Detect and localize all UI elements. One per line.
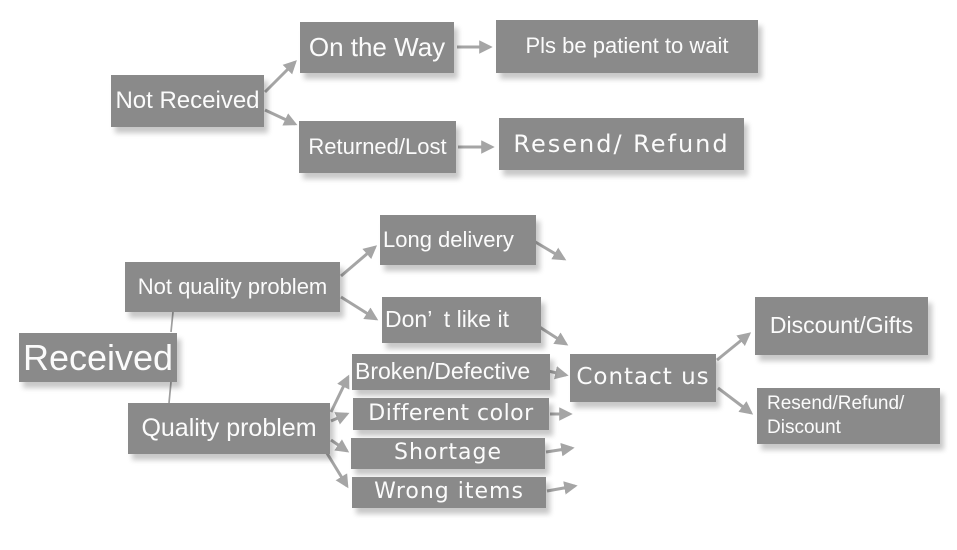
edge-shortage-to-contact_us bbox=[545, 442, 575, 457]
node-not-received: Not Received bbox=[111, 75, 264, 127]
node-label: Not quality problem bbox=[137, 273, 328, 299]
node-pls-be-patient: Pls be patient to wait bbox=[496, 20, 758, 73]
edge-contact_us-to-discount_gifts bbox=[716, 332, 752, 362]
edge-contact_us-to-resend_refund_discount bbox=[717, 386, 754, 415]
edge-quality_problem-to-broken_defective bbox=[329, 374, 350, 413]
node-label: Contact us bbox=[576, 364, 710, 391]
node-resend-refund: Resend/ Refund bbox=[499, 118, 744, 170]
edge-not_received-to-returned_lost bbox=[264, 108, 298, 126]
node-resend-refund-discount: Resend/Refund/ Discount bbox=[757, 388, 940, 444]
edge-dont_like_it-to-contact_us bbox=[537, 324, 569, 346]
node-label: Shortage bbox=[393, 440, 503, 466]
node-label: Quality problem bbox=[141, 413, 317, 442]
node-wrong-items: Wrong items bbox=[352, 477, 546, 508]
node-label: On the Way bbox=[308, 32, 446, 63]
edge-quality_problem-to-shortage bbox=[330, 438, 350, 453]
node-label: Discount/Gifts bbox=[769, 312, 914, 339]
edge-not_received-to-on_the_way bbox=[263, 60, 297, 94]
edge-not_quality_problem-to-dont_like_it bbox=[340, 295, 379, 321]
node-label: Different color bbox=[368, 400, 534, 426]
node-long-delivery: Long delivery bbox=[380, 215, 536, 265]
node-different-color: Different color bbox=[353, 398, 549, 430]
edge-quality_problem-to-different_color bbox=[330, 412, 350, 425]
node-returned-lost: Returned/Lost bbox=[299, 121, 456, 173]
edge-broken_defective-to-contact_us bbox=[547, 366, 569, 380]
node-label-line1: Resend/Refund/ bbox=[767, 393, 905, 415]
node-label-line2: Discount bbox=[767, 417, 841, 438]
node-dont-like-it: Don’ t like it bbox=[382, 297, 541, 343]
node-discount-gifts: Discount/Gifts bbox=[755, 297, 928, 355]
edge-long_delivery-to-contact_us bbox=[531, 238, 567, 261]
node-quality-problem: Quality problem bbox=[128, 403, 330, 454]
node-label: Don’ t like it bbox=[385, 306, 509, 333]
node-contact-us: Contact us bbox=[570, 354, 716, 402]
node-on-the-way: On the Way bbox=[300, 22, 454, 73]
edge-not_quality_problem-to-received bbox=[170, 311, 174, 333]
node-not-quality-problem: Not quality problem bbox=[125, 262, 340, 312]
node-received: Received bbox=[19, 333, 177, 382]
node-shortage: Shortage bbox=[351, 438, 545, 469]
node-broken-defective: Broken/Defective bbox=[352, 354, 550, 390]
edge-quality_problem-to-wrong_items bbox=[323, 449, 349, 489]
node-label: Broken/Defective bbox=[355, 358, 531, 385]
edge-received-to-quality_problem bbox=[168, 381, 172, 404]
node-label: Received bbox=[22, 336, 174, 378]
node-label: Pls be patient to wait bbox=[525, 33, 729, 59]
node-label: Resend/ Refund bbox=[513, 129, 730, 158]
node-label: Not Received bbox=[115, 86, 260, 114]
edge-wrong_items-to-contact_us bbox=[546, 481, 578, 495]
edge-not_quality_problem-to-long_delivery bbox=[340, 245, 378, 278]
node-label: Returned/Lost bbox=[308, 133, 447, 159]
node-label: Wrong items bbox=[374, 479, 524, 505]
node-label: Long delivery bbox=[383, 226, 514, 252]
